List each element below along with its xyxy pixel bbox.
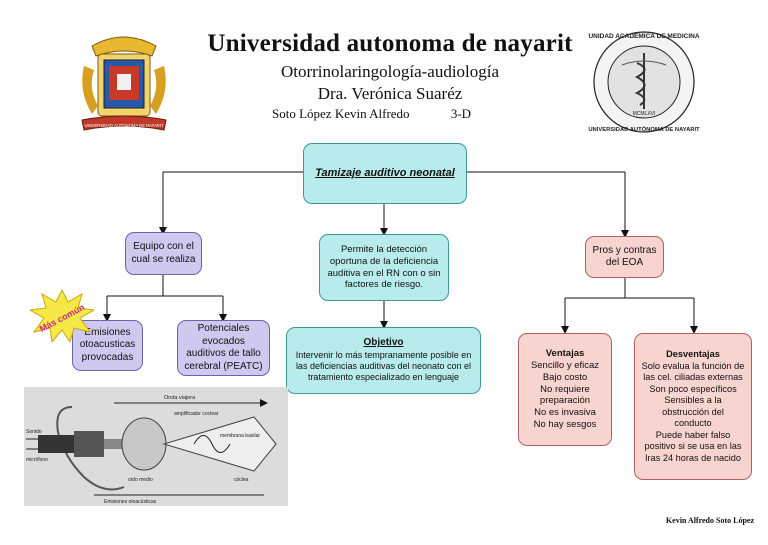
potenciales-node: Potenciales evocados auditivos de tallo … — [177, 320, 270, 376]
footer-author: Kevin Alfredo Soto López — [665, 516, 754, 525]
desventajas-item: Son poco específicos — [649, 383, 737, 394]
student-row: Soto López Kevin Alfredo 3-D — [272, 106, 471, 122]
course-subtitle: Otorrinolaringología-audiología — [280, 62, 500, 81]
page-title: Universidad autonoma de nayarit — [207, 30, 573, 57]
ventajas-item: No requiere preparación — [539, 383, 591, 407]
unidad-academica-medicina-seal: UNIDAD ACADÉMICA DE MEDICINA UNIVERSIDAD… — [582, 27, 706, 137]
desventajas-item: Puede haber falso positivo si se usa en … — [644, 429, 742, 463]
ear-label-emisiones: Emisiones otoacústicas — [104, 499, 157, 505]
emisiones-node-label: Emisiones otoacusticas provocadas — [79, 326, 136, 363]
pros-node: Pros y contras del EOA — [585, 236, 664, 278]
objetivo-title: Objetivo — [363, 337, 404, 349]
desventajas-node: Desventajas Solo evalua la función de la… — [634, 333, 752, 480]
desventajas-item: Solo evalua la función de las cel. cilia… — [641, 360, 745, 383]
uan-coat-of-arms-logo: UNIVERSIDAD AUTONOMA DE NAYARIT — [74, 26, 174, 138]
right-logo-text-top: UNIDAD ACADÉMICA DE MEDICINA — [588, 31, 699, 40]
ear-label-coclea: cóclea — [234, 477, 249, 483]
root-node-label: Tamizaje auditivo neonatal — [315, 166, 455, 179]
ear-label-oido-medio: oído medio — [128, 477, 153, 483]
ventajas-item: No hay sesgos — [533, 419, 597, 431]
ear-label-sonido: Sonido — [26, 429, 42, 435]
equipo-node: Equipo con el cual se realiza — [125, 232, 202, 275]
student-name: Soto López Kevin Alfredo — [272, 106, 410, 121]
ear-label-microfono: micrófono — [26, 457, 48, 463]
ventajas-title: Ventajas — [545, 347, 585, 359]
ventajas-item: No es invasiva — [534, 407, 596, 419]
root-node: Tamizaje auditivo neonatal — [303, 143, 467, 204]
ear-label-onda: Onda viajera — [164, 395, 196, 401]
ear-label-membrana: membrana basilar — [220, 433, 260, 439]
ventajas-item: Sencillo y eficaz — [530, 359, 600, 371]
equipo-node-label: Equipo con el cual se realiza — [131, 241, 196, 265]
objetivo-body: Intervenir lo más tempranamente posible … — [295, 349, 472, 383]
ear-diagram-image: Onda viajera Sonido micrófono amplificad… — [24, 387, 288, 506]
pros-node-label: Pros y contras del EOA — [592, 244, 657, 269]
permite-node-label: Permite la detección oportuna de la defi… — [327, 243, 441, 291]
ear-label-amplificador: amplificador coclear — [174, 411, 219, 417]
ventajas-item: Bajo costo — [542, 371, 588, 383]
right-logo-text-bottom: UNIVERSIDAD AUTÓNOMA DE NAYARIT — [588, 125, 700, 133]
mas-comun-starburst: Más común — [28, 288, 96, 344]
left-logo-text: UNIVERSIDAD AUTONOMA DE NAYARIT — [84, 123, 164, 128]
potenciales-node-label: Potenciales evocados auditivos de tallo … — [184, 323, 263, 372]
desventajas-item: Sensibles a la obstrucción del conducto — [662, 395, 724, 428]
permite-node: Permite la detección oportuna de la defi… — [319, 234, 449, 301]
ventajas-node: Ventajas Sencillo y eficaz Bajo costo No… — [518, 333, 612, 446]
right-logo-year: MCMLXVI — [633, 111, 656, 117]
objetivo-node: Objetivo Intervenir lo más tempranamente… — [286, 327, 481, 394]
desventajas-title: Desventajas — [666, 349, 720, 359]
doctor-name: Dra. Verónica Suaréz — [317, 84, 463, 103]
group-label: 3-D — [450, 106, 472, 121]
